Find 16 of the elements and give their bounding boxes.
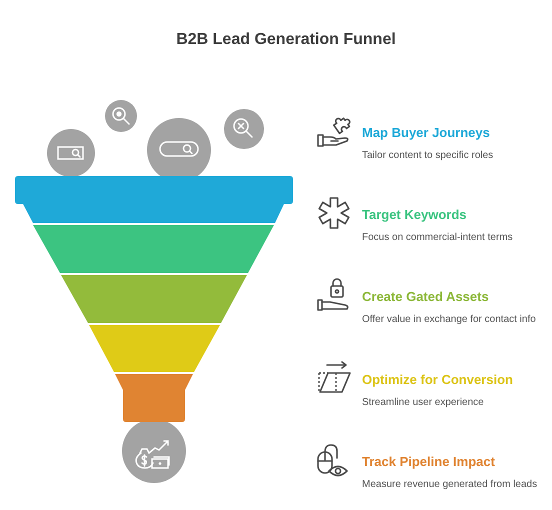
step-heading: Target Keywords [362, 207, 467, 223]
step-description: Offer value in exchange for contact info [362, 313, 536, 326]
step-description: Tailor content to specific roles [362, 149, 494, 162]
step-description: Measure revenue generated from leads [362, 478, 538, 491]
funnel-band [61, 275, 247, 323]
step-heading: Track Pipeline Impact [362, 454, 495, 470]
funnel-band [33, 225, 274, 273]
title: B2B Lead Generation Funnel [176, 31, 396, 49]
step-heading: Create Gated Assets [362, 289, 489, 305]
funnel-band [89, 325, 220, 372]
funnel-band [15, 176, 293, 223]
funnel-band [115, 374, 193, 422]
step-heading: Map Buyer Journeys [362, 125, 490, 141]
step-description: Streamline user experience [362, 396, 484, 409]
step-heading: Optimize for Conversion [362, 372, 513, 388]
step-description: Focus on commercial-intent terms [362, 231, 513, 244]
